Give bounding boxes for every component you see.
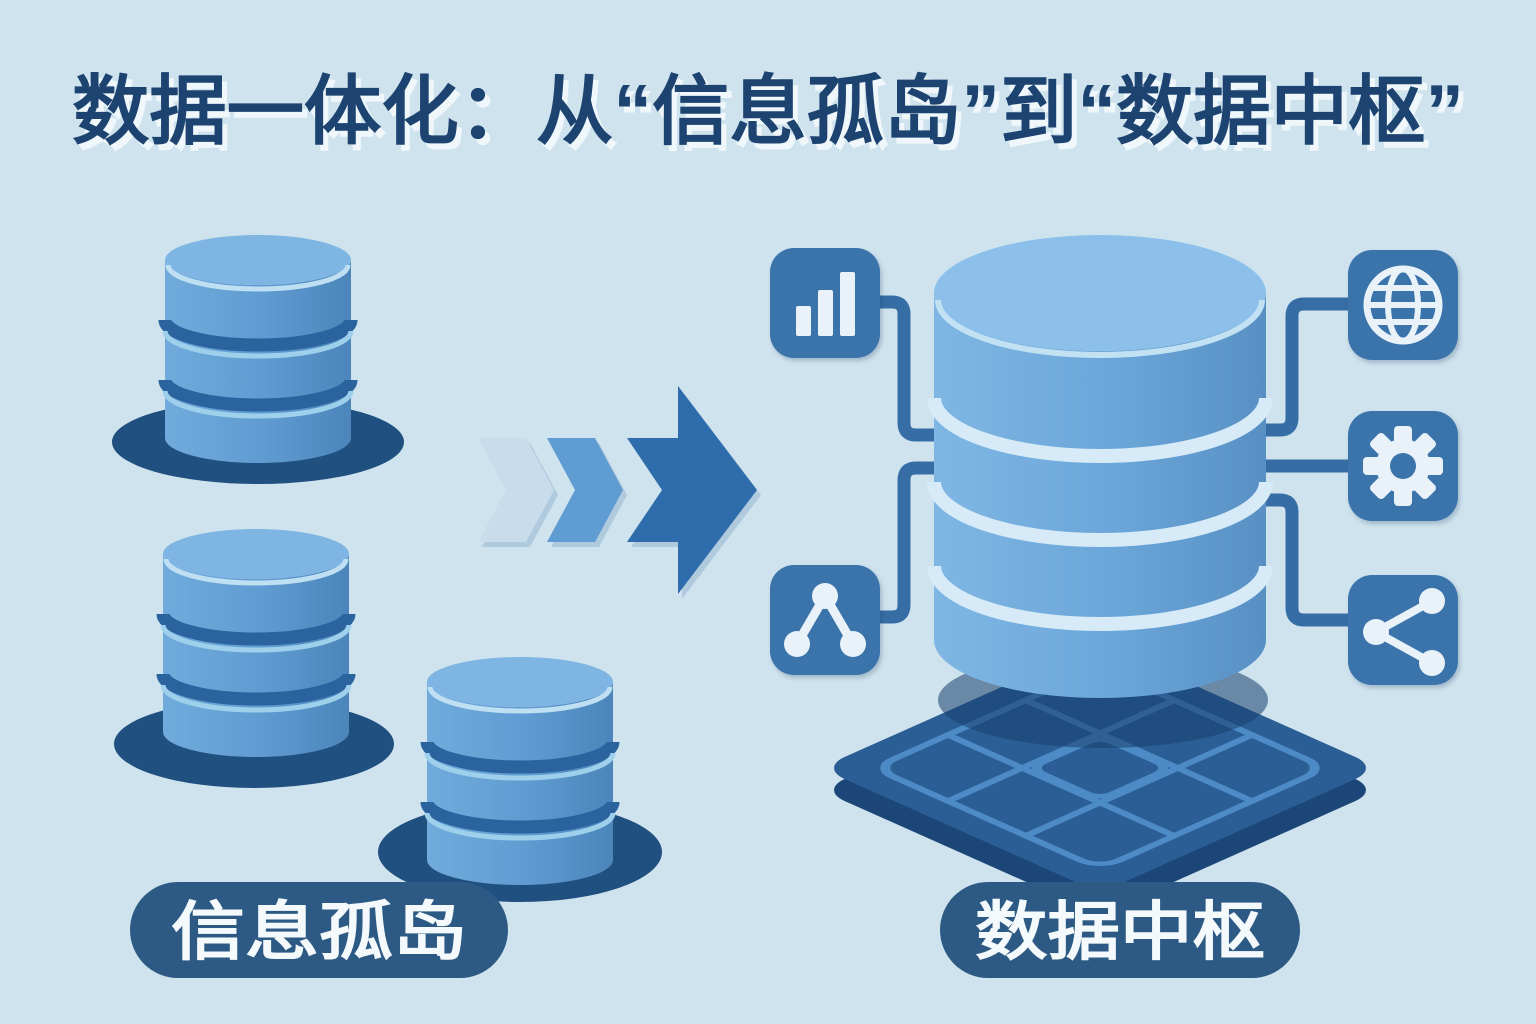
settings-tile	[1348, 411, 1458, 521]
bar-chart-icon	[796, 272, 855, 336]
left-badge: 信息孤岛	[130, 882, 508, 978]
connector-share	[1264, 493, 1350, 627]
arrow-chevron-2	[547, 438, 623, 542]
silo-database-1	[165, 235, 351, 463]
right-badge: 数据中枢	[940, 882, 1300, 978]
right-badge-pill	[940, 882, 1300, 978]
gear-icon	[1363, 426, 1443, 506]
git-branch-icon	[784, 583, 866, 657]
connector-bar-chart	[878, 295, 936, 442]
connector-git-branch	[878, 461, 936, 624]
connector-globe	[1264, 297, 1350, 437]
share-icon	[1363, 588, 1445, 676]
arrow-chevron-1	[478, 438, 554, 542]
web-tile	[1348, 250, 1458, 360]
right-badge-label: 数据中枢	[975, 896, 1265, 968]
globe-icon	[1363, 265, 1443, 345]
analytics-tile	[770, 248, 880, 358]
silo-database-2	[163, 529, 349, 757]
left-badge-label: 信息孤岛	[171, 896, 467, 968]
share-tile	[1348, 575, 1458, 685]
left-badge-pill	[130, 882, 508, 978]
silo-database-3	[427, 657, 613, 885]
arrow-head	[627, 386, 757, 594]
integration-tile	[770, 565, 880, 675]
hub-database	[927, 235, 1273, 698]
hub-connectors	[878, 295, 1350, 627]
transform-arrow	[478, 386, 757, 594]
page-title: 数据一体化：从“信息孤岛”到“数据中枢”	[72, 70, 1464, 155]
